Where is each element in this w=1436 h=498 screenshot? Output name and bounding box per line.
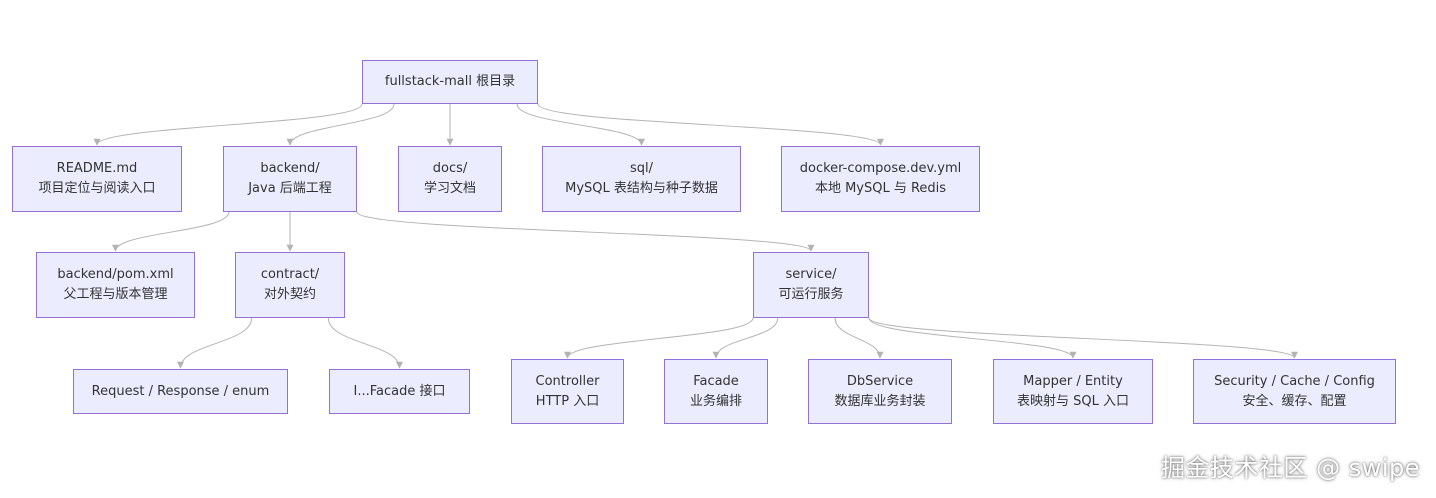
node-pom-line1: backend/pom.xml	[57, 267, 174, 282]
edge-root-to-sql	[516, 103, 645, 146]
node-controller-line2: HTTP 入口	[535, 393, 600, 409]
edge-contract-to-request	[177, 317, 253, 369]
node-facade: Facade 业务编排	[664, 359, 768, 424]
node-mapper: Mapper / Entity 表映射与 SQL 入口	[993, 359, 1153, 424]
node-readme: README.md 项目定位与阅读入口	[12, 146, 182, 212]
node-contract: contract/ 对外契约	[235, 252, 345, 318]
node-security-line1: Security / Cache / Config	[1214, 373, 1375, 389]
node-request: Request / Response / enum	[73, 369, 288, 414]
node-docs-line1: docs/	[432, 161, 468, 176]
node-security-line2: 安全、缓存、配置	[1242, 393, 1347, 409]
node-contract-line1: contract/	[260, 267, 320, 282]
node-docker-line1: docker-compose.dev.yml	[799, 161, 962, 176]
node-service-line2: 可运行服务	[778, 287, 844, 302]
node-backend-line2: Java 后端工程	[248, 181, 332, 196]
node-sql: sql/ MySQL 表结构与种子数据	[542, 146, 741, 212]
node-controller-line1: Controller	[535, 373, 600, 389]
node-request-line1: Request / Response / enum	[91, 383, 270, 399]
edge-service-to-security	[868, 317, 1298, 359]
node-dbservice-line1: DbService	[846, 373, 914, 389]
node-facade-interface-line1: I...Facade 接口	[353, 383, 446, 399]
node-service: service/ 可运行服务	[753, 252, 869, 318]
node-docs: docs/ 学习文档	[398, 146, 502, 212]
edge-contract-to-facade_iface	[327, 317, 403, 369]
node-service-line1: service/	[785, 267, 837, 282]
node-docker-line2: 本地 MySQL 与 Redis	[814, 181, 947, 196]
node-sql-line1: sql/	[629, 161, 654, 176]
node-mapper-line2: 表映射与 SQL 入口	[1017, 393, 1129, 409]
node-dbservice-line2: 数据库业务封装	[834, 393, 926, 409]
node-pom-line2: 父工程与版本管理	[63, 287, 168, 302]
node-security: Security / Cache / Config 安全、缓存、配置	[1193, 359, 1396, 424]
node-readme-line1: README.md	[56, 161, 138, 176]
node-mapper-line1: Mapper / Entity	[1023, 373, 1123, 389]
node-facade-line1: Facade	[693, 373, 739, 389]
node-docs-line2: 学习文档	[423, 181, 476, 196]
node-root-line1: fullstack-mall 根目录	[384, 74, 516, 89]
edge-service-to-facade	[712, 317, 779, 359]
edge-root-to-readme	[93, 103, 363, 146]
edge-backend-to-service	[356, 211, 815, 252]
node-backend-line1: backend/	[260, 161, 320, 176]
node-pom: backend/pom.xml 父工程与版本管理	[36, 252, 195, 318]
node-facade-interface: I...Facade 接口	[329, 369, 470, 414]
node-contract-line2: 对外契约	[263, 287, 316, 302]
edge-service-to-controller	[564, 317, 754, 359]
edge-service-to-mapper	[868, 317, 1077, 359]
node-docker: docker-compose.dev.yml 本地 MySQL 与 Redis	[781, 146, 980, 212]
node-backend: backend/ Java 后端工程	[223, 146, 357, 212]
node-controller: Controller HTTP 入口	[511, 359, 624, 424]
node-readme-line2: 项目定位与阅读入口	[38, 181, 156, 196]
edge-root-to-backend	[286, 103, 395, 146]
watermark: 掘金技术社区 @ swipe	[1160, 454, 1420, 482]
edge-root-to-docker	[537, 103, 884, 146]
edge-service-to-dbservice	[834, 317, 884, 359]
node-sql-line2: MySQL 表结构与种子数据	[565, 181, 718, 196]
node-root: fullstack-mall 根目录	[362, 60, 538, 104]
node-dbservice: DbService 数据库业务封装	[808, 359, 952, 424]
node-facade-line2: 业务编排	[689, 393, 742, 409]
edge-backend-to-pom	[112, 211, 230, 252]
